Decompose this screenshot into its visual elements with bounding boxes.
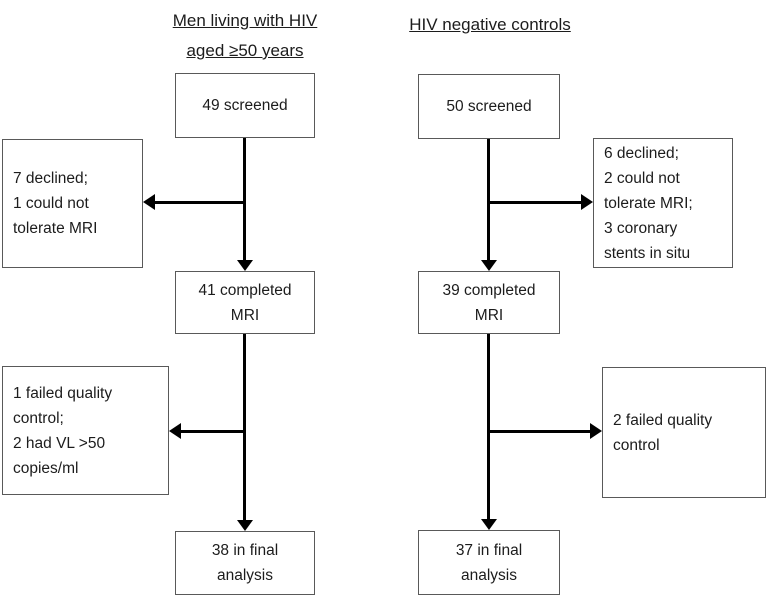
title-line: Men living with HIV [172, 11, 318, 30]
text-line: MRI [474, 306, 504, 324]
box-screened-hiv: 49 screened [175, 73, 315, 138]
arrowhead-down-completed-hiv-icon [237, 260, 253, 271]
text-line: 1 failed quality [13, 384, 113, 402]
text-line: stents in situ [604, 244, 691, 262]
title-line: aged ≥50 years [186, 41, 304, 60]
arrow-line-exclusion-screening-controls [489, 201, 581, 204]
arrow-line-completed-to-final-controls [487, 334, 490, 520]
box-final-analysis-hiv: 38 in final analysis [175, 531, 315, 595]
arrow-line-screened-to-completed-controls [487, 139, 490, 262]
arrow-line-completed-to-final-hiv [243, 334, 246, 521]
text-line: 2 had VL >50 [13, 434, 106, 452]
text-line: tolerate MRI; [604, 194, 693, 212]
box-final-analysis-controls: 37 in final analysis [418, 530, 560, 595]
box-screened-controls: 50 screened [418, 74, 560, 139]
text-line: copies/ml [13, 459, 79, 477]
cohort-title-hiv: Men living with HIV aged ≥50 years [140, 6, 350, 66]
arrowhead-right-exclusion-screening-controls-icon [581, 194, 593, 210]
text-line: tolerate MRI [13, 220, 98, 237]
text-line: MRI [230, 306, 260, 324]
arrowhead-left-exclusion-analysis-hiv-icon [169, 423, 181, 439]
text-line: 38 in final [211, 542, 279, 559]
text-line: 2 failed quality [613, 411, 713, 429]
arrow-line-exclusion-analysis-controls [489, 430, 590, 433]
cohort-title-controls: HIV negative controls [390, 10, 590, 40]
text-line: 41 completed [198, 281, 292, 299]
arrow-line-exclusion-analysis-hiv [181, 430, 246, 433]
arrowhead-down-completed-controls-icon [481, 260, 497, 271]
text-line: 1 could not [13, 195, 89, 212]
arrowhead-left-exclusion-screening-hiv-icon [143, 194, 155, 210]
arrowhead-down-final-hiv-icon [237, 520, 253, 531]
box-completed-mri-hiv: 41 completed MRI [175, 271, 315, 334]
text-line: 3 coronary [604, 219, 678, 237]
box-excluded-screening-controls: 6 declined; 2 could not tolerate MRI; 3 … [593, 138, 733, 268]
text-line: 39 completed [442, 281, 536, 299]
text-line: 7 declined; [13, 170, 88, 187]
arrow-line-screened-to-completed-hiv [243, 138, 246, 262]
box-completed-mri-controls: 39 completed MRI [418, 271, 560, 334]
title-line: HIV negative controls [409, 15, 571, 34]
text-line: 2 could not [604, 169, 680, 187]
text-line: 49 screened [202, 97, 288, 114]
box-excluded-screening-hiv: 7 declined; 1 could not tolerate MRI [2, 139, 143, 268]
text-line: 50 screened [446, 98, 532, 115]
box-excluded-analysis-hiv: 1 failed quality control; 2 had VL >50 c… [2, 366, 169, 495]
text-line: control [613, 436, 660, 454]
arrow-line-exclusion-screening-hiv [155, 201, 246, 204]
text-line: control; [13, 409, 64, 427]
arrowhead-down-final-controls-icon [481, 519, 497, 530]
text-line: 37 in final [455, 541, 523, 559]
text-line: 6 declined; [604, 144, 679, 162]
text-line: analysis [461, 566, 517, 584]
box-excluded-analysis-controls: 2 failed quality control [602, 367, 766, 498]
arrowhead-right-exclusion-analysis-controls-icon [590, 423, 602, 439]
text-line: analysis [217, 567, 273, 584]
